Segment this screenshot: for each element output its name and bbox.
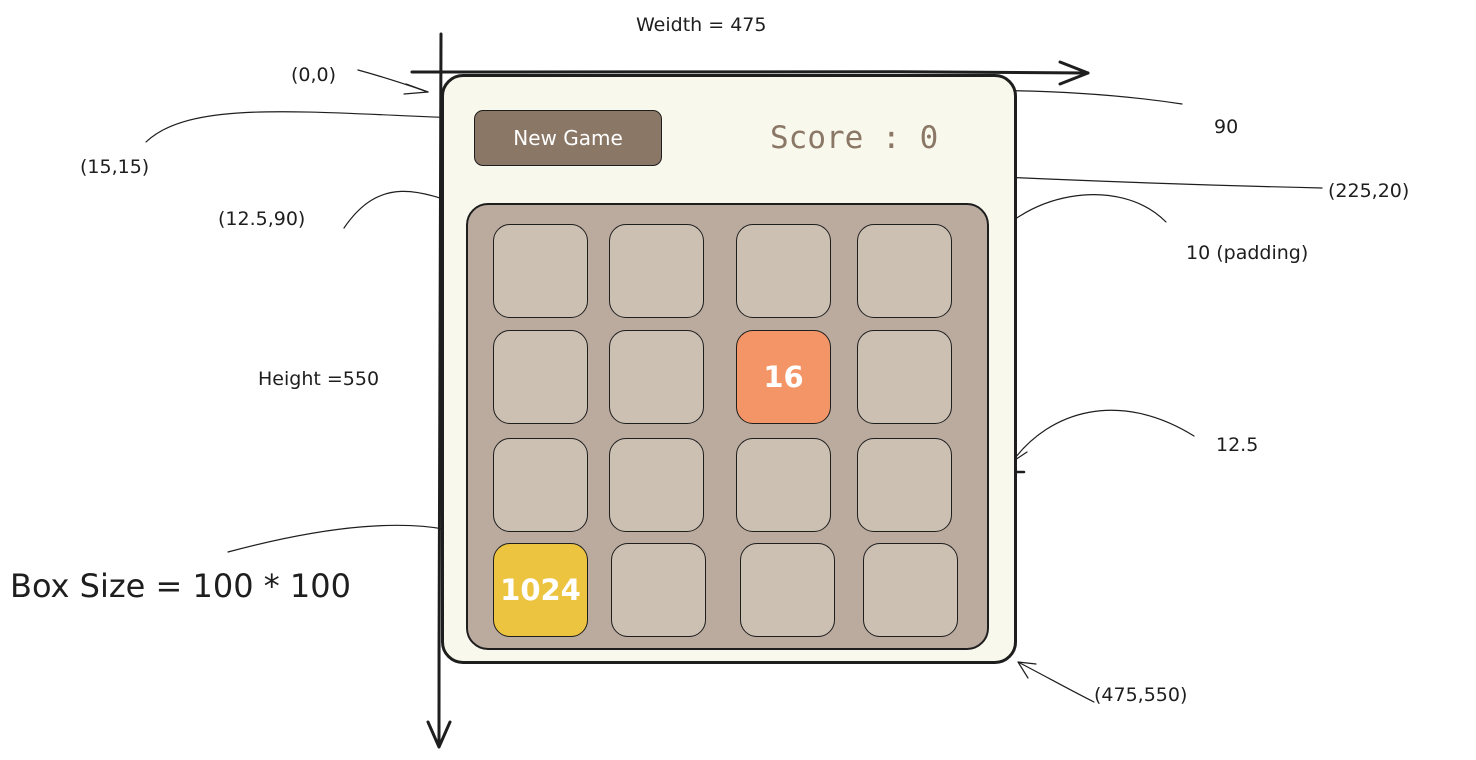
tile-r3-c3 — [736, 438, 831, 532]
tile-r4-c2 — [611, 543, 706, 637]
score-display: Score : 0 — [770, 120, 938, 156]
tile-r1-c1 — [493, 224, 588, 318]
padding-label: 10 (padding) — [1186, 242, 1309, 264]
tile-r2-c4 — [857, 330, 952, 424]
tile-r3-c1 — [493, 438, 588, 532]
tile-r1-c4 — [857, 224, 952, 318]
score-label: Score : — [770, 120, 901, 156]
button-position-label: (15,15) — [80, 156, 150, 178]
origin-label: (0,0) — [291, 64, 337, 86]
tile-r4-c4 — [863, 543, 958, 637]
score-value: 0 — [919, 120, 939, 156]
tile-r1-c2 — [609, 224, 704, 318]
box-size-label: Box Size = 100 * 100 — [10, 567, 351, 605]
tile-r2-c1 — [493, 330, 588, 424]
height-label: Height =550 — [258, 368, 380, 390]
game-board: 16 1024 — [466, 203, 989, 650]
tile-r3-c4 — [857, 438, 952, 532]
tile-r2-c3: 16 — [736, 330, 831, 424]
new-game-button[interactable]: New Game — [474, 110, 662, 166]
score-position-label: (225,20) — [1328, 180, 1410, 202]
margin-label: 12.5 — [1216, 434, 1259, 456]
x-axis-arrow — [410, 69, 1090, 75]
tile-r1-c3 — [736, 224, 831, 318]
divider-x-label: 90 — [1214, 116, 1239, 138]
tile-r3-c2 — [609, 438, 704, 532]
tile-r2-c2 — [609, 330, 704, 424]
tile-r4-c3 — [740, 543, 835, 637]
y-axis-arrow — [437, 32, 443, 747]
corner-label: (475,550) — [1094, 684, 1188, 706]
width-label: Weidth = 475 — [636, 14, 767, 36]
tile-r4-c1: 1024 — [493, 543, 588, 637]
board-position-label: (12.5,90) — [218, 208, 306, 230]
